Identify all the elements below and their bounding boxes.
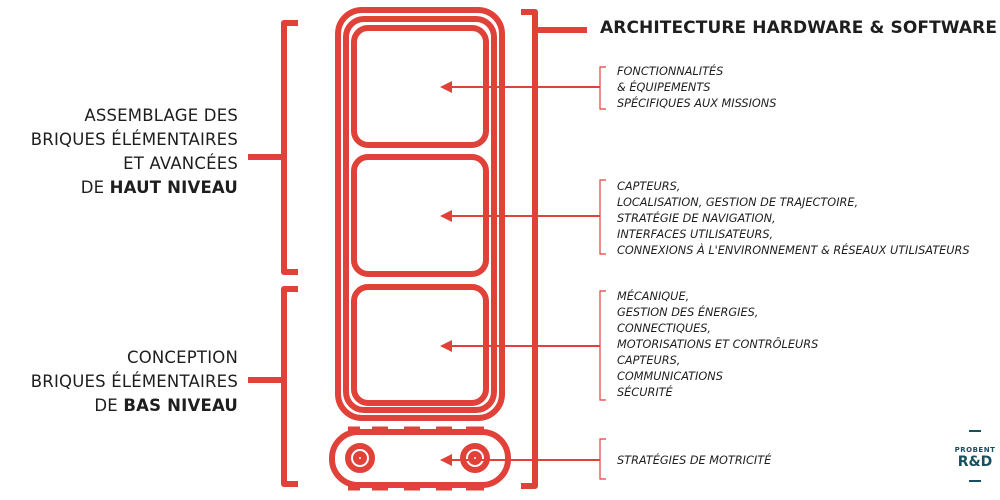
desc-line: STRATÉGIE DE NAVIGATION, [617, 212, 776, 225]
bracket-architecture [521, 9, 587, 489]
label-haut-niveau: ASSEMBLAGE DES BRIQUES ÉLÉMENTAIRES ET A… [31, 104, 238, 200]
label-prefix: DE [94, 396, 124, 415]
probent-logo: PROBENT R&D [953, 430, 997, 490]
logo-bar-bottom [969, 480, 981, 482]
layer-description-motricite: STRATÉGIES DE MOTRICITÉ [617, 453, 771, 469]
track-wheel-right [460, 443, 490, 473]
diagram-title: ARCHITECTURE HARDWARE & SOFTWARE [600, 18, 998, 38]
label-line: ASSEMBLAGE DES [84, 106, 238, 125]
label-bold: BAS NIVEAU [123, 396, 238, 415]
logo-text-bottom: R&D [957, 454, 993, 470]
desc-line: LOCALISATION, GESTION DE TRAJECTOIRE, [617, 196, 859, 209]
desc-line: CONNECTIQUES, [617, 322, 711, 335]
arrow-layer-4-head [440, 454, 452, 466]
arrow-layer-3-head [440, 340, 452, 352]
layer-description-navigation: CAPTEURS, LOCALISATION, GESTION DE TRAJE… [617, 179, 970, 259]
robot-outer-frame [335, 7, 505, 421]
desc-line: GESTION DES ÉNERGIES, [617, 306, 759, 319]
desc-line: SPÉCIFIQUES AUX MISSIONS [617, 97, 777, 110]
desc-line: INTERFACES UTILISATEURS, [617, 228, 774, 241]
tick-layer-3 [599, 290, 606, 401]
tick-layer-2 [599, 179, 606, 255]
arrow-layer-1-head [440, 81, 452, 93]
track-base [329, 429, 511, 488]
desc-line: COMMUNICATIONS [617, 370, 723, 383]
label-line: BRIQUES ÉLÉMENTAIRES [30, 130, 238, 149]
track-wheel-right-hub [468, 451, 482, 465]
desc-line: CONNEXIONS À L'ENVIRONNEMENT & RÉSEAUX U… [617, 244, 970, 257]
label-line-last: DE BAS NIVEAU [31, 394, 238, 418]
layer-description-hardware: MÉCANIQUE, GESTION DES ÉNERGIES, CONNECT… [617, 289, 818, 401]
robot-inner-frame [343, 16, 497, 413]
desc-line: SÉCURITÉ [617, 386, 673, 399]
arrow-layer-2-head [440, 210, 452, 222]
track-wheel-left [345, 443, 375, 473]
bracket-bas-niveau [248, 286, 298, 487]
tick-layer-4 [599, 438, 606, 480]
label-line: CONCEPTION [126, 348, 238, 367]
label-bas-niveau: CONCEPTION BRIQUES ÉLÉMENTAIRES DE BAS N… [31, 346, 238, 418]
layer-description-missions: FONCTIONNALITÉS & ÉQUIPEMENTS SPÉCIFIQUE… [617, 64, 776, 112]
label-prefix: DE [80, 178, 110, 197]
desc-line: MÉCANIQUE, [617, 290, 690, 303]
label-bold: HAUT NIVEAU [109, 178, 238, 197]
desc-line: & ÉQUIPEMENTS [617, 81, 711, 94]
track-cleats [348, 426, 484, 491]
desc-line: CAPTEURS, [617, 354, 681, 367]
label-line: ET AVANCÉES [123, 154, 238, 173]
tick-layer-1 [599, 66, 606, 110]
logo-text-top: PROBENT [954, 446, 996, 454]
desc-line: FONCTIONNALITÉS [617, 65, 724, 78]
bracket-haut-niveau [248, 20, 298, 275]
desc-line: STRATÉGIES DE MOTRICITÉ [617, 454, 772, 467]
desc-line: CAPTEURS, [617, 180, 681, 193]
logo-bar-top [969, 430, 981, 432]
label-line: BRIQUES ÉLÉMENTAIRES [30, 372, 238, 391]
desc-line: MOTORISATIONS ET CONTRÔLEURS [617, 338, 819, 351]
track-wheel-left-hub [353, 451, 367, 465]
label-line-last: DE HAUT NIVEAU [31, 176, 238, 200]
